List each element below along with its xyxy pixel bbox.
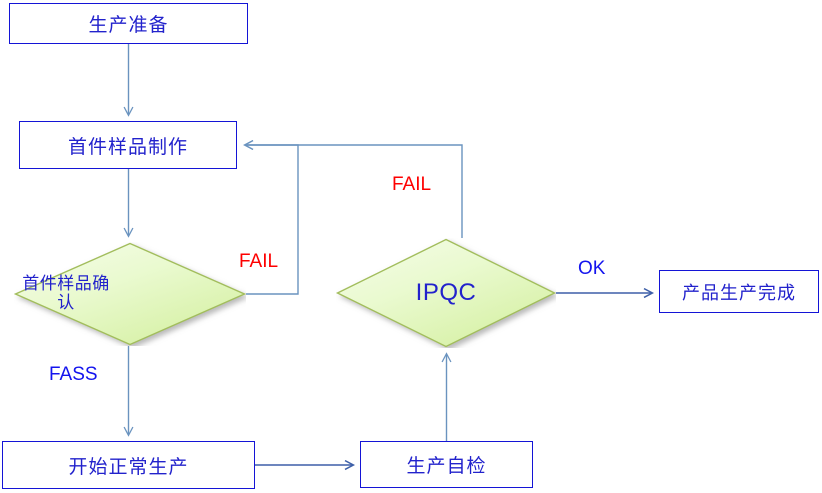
node-product-production-complete[interactable]: 产品生产完成 <box>659 270 819 313</box>
edge-label-ipqc-fail: FAIL <box>392 174 431 196</box>
edge-label-text: FAIL <box>239 251 279 272</box>
node-label: 开始正常生产 <box>68 455 189 478</box>
node-label: 产品生产完成 <box>682 282 796 304</box>
node-production-preparation[interactable]: 生产准备 <box>9 3 248 44</box>
edge-label-text: FAIL <box>392 174 432 195</box>
diamond-shape <box>14 242 246 346</box>
node-label: 生产自检 <box>406 455 487 477</box>
edge-label-text: OK <box>578 258 606 279</box>
diamond-shape <box>336 238 556 348</box>
edge-label-confirm-pass: FASS <box>49 364 98 386</box>
node-start-normal-production[interactable]: 开始正常生产 <box>2 441 255 489</box>
node-label: 首件样品制作 <box>67 135 188 158</box>
node-production-self-inspection[interactable]: 生产自检 <box>360 441 533 488</box>
edge-label-ipqc-ok: OK <box>578 258 605 280</box>
edge-label-confirm-fail: FAIL <box>239 251 278 273</box>
node-first-article-sample-making[interactable]: 首件样品制作 <box>19 121 237 169</box>
node-ipqc-inspection[interactable]: IPQC <box>336 238 556 348</box>
node-first-article-confirmation[interactable]: 首件样品确认 <box>14 242 246 346</box>
node-label: 生产准备 <box>88 14 169 36</box>
edge-label-text: FASS <box>49 364 98 385</box>
